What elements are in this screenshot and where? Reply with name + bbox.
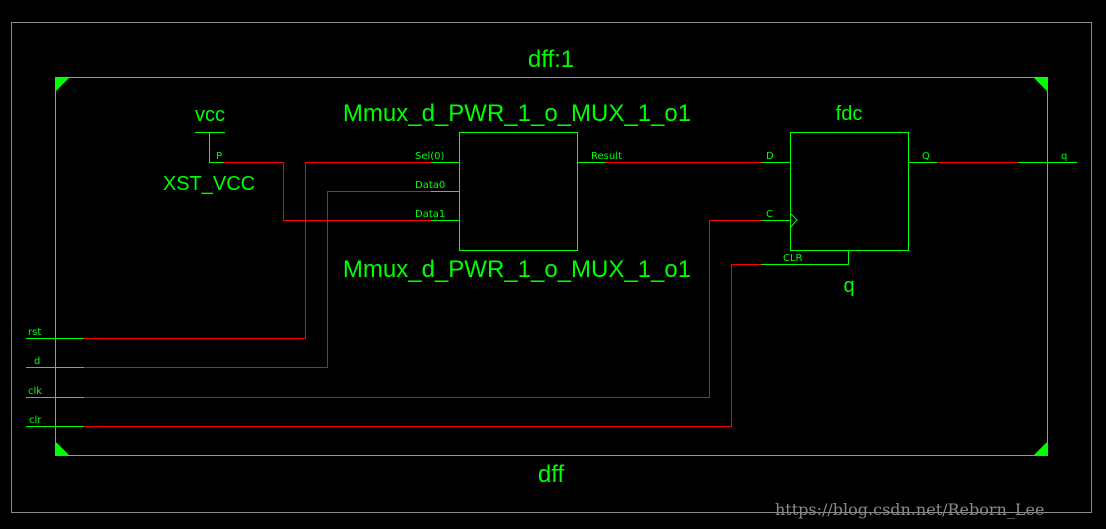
mux-pin-data0-label: Data0 — [415, 180, 445, 191]
port-rst[interactable]: rst — [26, 327, 84, 339]
port-rst-label: rst — [28, 327, 41, 338]
port-d[interactable]: d — [26, 356, 84, 368]
fdc-pin-q-label: Q — [922, 151, 930, 162]
mux-title-bottom: Mmux_d_PWR_1_o_MUX_1_o1 — [343, 256, 691, 283]
net-vcc-to-data1[interactable] — [224, 162, 431, 221]
fdc-box[interactable] — [790, 132, 909, 251]
corner-marker-top-left — [55, 77, 70, 92]
mux-box[interactable] — [459, 132, 578, 251]
port-d-label: d — [34, 356, 40, 367]
net-rst-to-sel[interactable] — [84, 162, 431, 339]
vcc-symbol[interactable]: P — [195, 132, 225, 163]
block-instance-title: dff:1 — [528, 46, 574, 73]
fdc-title: fdc — [836, 103, 863, 125]
clock-edge-icon — [790, 213, 798, 228]
port-clk-label: clk — [28, 386, 42, 397]
port-clk[interactable]: clk — [26, 386, 84, 398]
port-q-label: q — [1061, 151, 1067, 162]
fdc-pin-c-label: C — [766, 209, 773, 220]
vcc-instance-label: XST_VCC — [163, 173, 255, 195]
corner-marker-top-right — [1033, 77, 1048, 92]
mux-pin-result-label: Result — [591, 151, 622, 162]
port-clr-label: clr — [29, 415, 42, 426]
fdc-pin-clr — [761, 251, 849, 265]
net-clr-to-clr[interactable] — [84, 264, 761, 427]
fdc-pin-clr-label: CLR — [783, 253, 803, 264]
vcc-pin-label: P — [216, 151, 222, 162]
port-q[interactable]: q — [1018, 151, 1077, 163]
fdc-instance-label: q — [843, 275, 854, 297]
dff-block-outline[interactable] — [55, 77, 1048, 456]
sheet-frame — [11, 22, 1092, 513]
fdc-pin-d-label: D — [766, 151, 774, 162]
corner-marker-bottom-left — [55, 441, 70, 456]
mux-title-top: Mmux_d_PWR_1_o_MUX_1_o1 — [343, 100, 691, 127]
port-clr[interactable]: clr — [26, 415, 84, 427]
vcc-label: vcc — [195, 104, 225, 126]
dff-block[interactable] — [55, 77, 1048, 456]
net-clk-to-c[interactable] — [84, 220, 761, 398]
mux-pin-sel-label: Sel(0) — [415, 151, 445, 162]
mux-pin-data1-label: Data1 — [415, 209, 445, 220]
watermark: https://blog.csdn.net/Reborn_Lee — [775, 500, 1044, 519]
corner-marker-bottom-right — [1033, 441, 1048, 456]
net-d-to-data0[interactable] — [84, 191, 431, 368]
block-module-name: dff — [538, 461, 565, 488]
